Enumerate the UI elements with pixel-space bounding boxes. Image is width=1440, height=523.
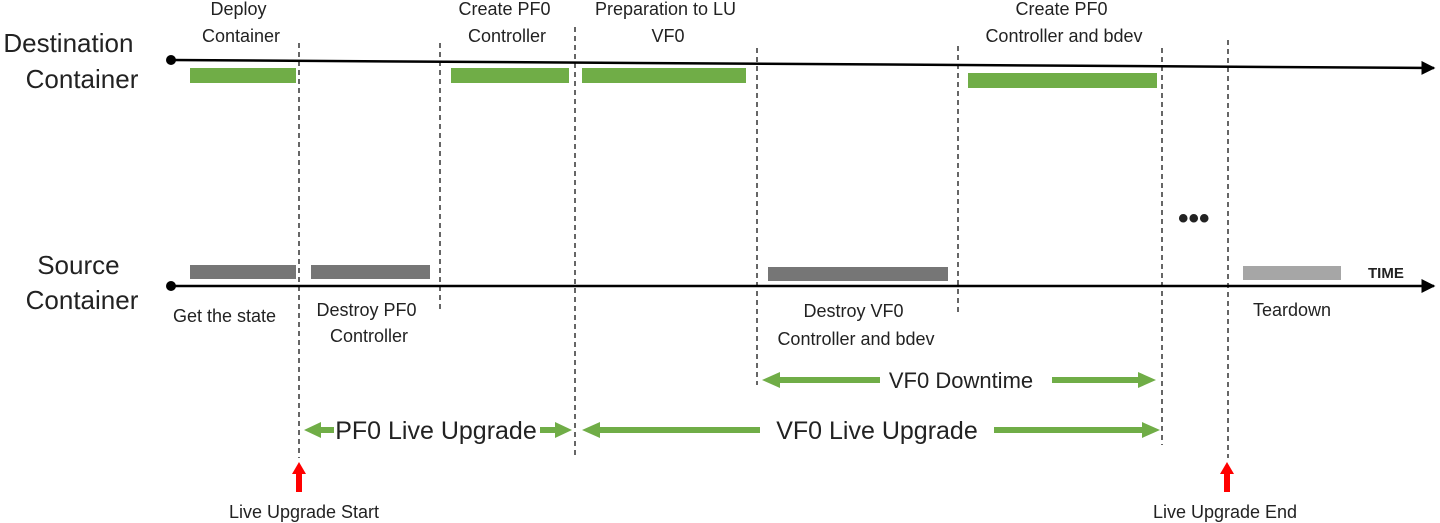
bar-preparation-lu-vf0 xyxy=(582,68,746,83)
label-teardown: Teardown xyxy=(1253,300,1331,320)
vf0-downtime-label: VF0 Downtime xyxy=(889,368,1033,393)
label-create-pf0-controller-bdev: Create PF0 Controller and bdev xyxy=(985,0,1142,46)
bar-get-state xyxy=(190,265,296,279)
label-get-state: Get the state xyxy=(173,306,276,326)
live-upgrade-end-label: Live Upgrade End xyxy=(1153,502,1297,522)
live-upgrade-start-label: Live Upgrade Start xyxy=(229,502,379,522)
pf0-live-upgrade-span xyxy=(304,422,572,438)
bar-destroy-vf0-controller-bdev xyxy=(768,267,948,281)
label-preparation-lu-vf0: Preparation to LU VF0 xyxy=(595,0,741,46)
vf0-downtime-span xyxy=(762,372,1156,388)
bar-create-pf0-controller-bdev xyxy=(968,73,1157,88)
vf0-live-upgrade-label: VF0 Live Upgrade xyxy=(776,417,978,445)
bar-teardown xyxy=(1243,266,1341,280)
label-deploy-container: Deploy Container xyxy=(202,0,280,46)
label-create-pf0-controller: Create PF0 Controller xyxy=(458,0,555,46)
label-destroy-vf0-controller-bdev: Destroy VF0 Controller and bdev xyxy=(777,301,934,349)
vf0-live-upgrade-span xyxy=(582,422,1160,438)
destination-timeline-axis xyxy=(166,55,1436,75)
destination-lane-title: Destination Container xyxy=(3,28,140,94)
pf0-live-upgrade-label: PF0 Live Upgrade xyxy=(335,417,537,445)
phase-boundaries xyxy=(298,27,1229,458)
live-upgrade-start-arrow xyxy=(292,462,306,492)
source-lane-title: Source Container xyxy=(26,250,139,315)
ellipsis: ••• xyxy=(1178,202,1210,235)
label-destroy-pf0-controller: Destroy PF0 Controller xyxy=(316,300,421,346)
source-timeline-axis xyxy=(166,279,1436,293)
bar-destroy-pf0-controller xyxy=(311,265,430,279)
live-upgrade-end-arrow xyxy=(1220,462,1234,492)
time-axis-label: TIME xyxy=(1368,265,1404,282)
bar-deploy-container xyxy=(190,68,296,83)
bar-create-pf0-controller xyxy=(451,68,569,83)
